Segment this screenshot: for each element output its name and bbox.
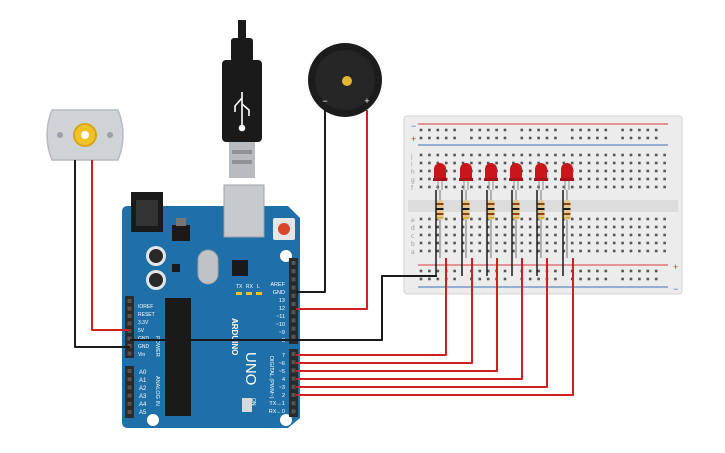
buzzer-plus-label: + bbox=[364, 96, 369, 106]
svg-text:AREF: AREF bbox=[270, 282, 285, 288]
wire-motor-5v bbox=[91, 172, 130, 331]
svg-text:A5: A5 bbox=[139, 410, 147, 416]
resistor-6[interactable] bbox=[562, 190, 571, 276]
led-2[interactable] bbox=[459, 163, 473, 190]
svg-text:4: 4 bbox=[282, 377, 285, 383]
model-label: UNO bbox=[242, 352, 259, 385]
resistor-array bbox=[435, 190, 571, 276]
svg-text:Vin: Vin bbox=[138, 352, 145, 358]
svg-text:c: c bbox=[411, 233, 414, 240]
wire-led-2 bbox=[296, 258, 473, 364]
svg-text:f: f bbox=[411, 185, 414, 192]
svg-text:b: b bbox=[411, 241, 415, 248]
led-array bbox=[433, 163, 574, 190]
wire-common-gnd bbox=[130, 275, 437, 341]
svg-text:~5: ~5 bbox=[279, 369, 285, 375]
rail-plus-label-top: + bbox=[411, 134, 416, 144]
rail-minus-label-bottom: − bbox=[673, 284, 678, 294]
resistor-2[interactable] bbox=[461, 190, 470, 276]
svg-text:12: 12 bbox=[279, 306, 285, 312]
svg-text:13: 13 bbox=[279, 298, 285, 304]
led-label-tx: TX bbox=[236, 284, 243, 290]
usb-icon bbox=[234, 92, 250, 132]
arduino-uno-board[interactable]: TX RX L ARDUINO UNO DIGITAL (PWM~) ON AR… bbox=[122, 184, 300, 428]
digital-header-bottom bbox=[289, 349, 298, 417]
svg-text:RESET: RESET bbox=[138, 312, 155, 318]
wire-led-4 bbox=[296, 258, 523, 380]
svg-text:i: i bbox=[411, 161, 413, 168]
svg-text:TX→1: TX→1 bbox=[269, 401, 285, 407]
breadboard-row-letters: j i h g f e d c b a bbox=[410, 153, 415, 256]
led-label-rx: RX bbox=[246, 284, 254, 290]
svg-text:g: g bbox=[411, 177, 415, 184]
svg-text:5V: 5V bbox=[138, 328, 145, 334]
led-1[interactable] bbox=[433, 163, 447, 190]
resistor-4[interactable] bbox=[511, 190, 520, 276]
svg-text:ANALOG IN: ANALOG IN bbox=[154, 376, 160, 406]
brand-label: ARDUINO bbox=[230, 318, 239, 355]
svg-text:7: 7 bbox=[282, 353, 285, 359]
svg-text:j: j bbox=[410, 153, 413, 160]
digital-header-top bbox=[289, 258, 298, 344]
svg-text:GND: GND bbox=[273, 290, 285, 296]
svg-text:POWER: POWER bbox=[154, 336, 160, 357]
on-label: ON bbox=[250, 398, 256, 406]
svg-text:h: h bbox=[411, 169, 415, 176]
svg-text:a: a bbox=[411, 249, 415, 256]
svg-text:~11: ~11 bbox=[276, 314, 285, 320]
header-pins bbox=[127, 261, 296, 414]
svg-text:IOREF: IOREF bbox=[138, 304, 153, 310]
led-4[interactable] bbox=[509, 163, 523, 190]
led-5[interactable] bbox=[534, 163, 548, 190]
svg-text:~6: ~6 bbox=[279, 361, 285, 367]
svg-text:A0: A0 bbox=[139, 370, 147, 376]
svg-text:A3: A3 bbox=[139, 394, 147, 400]
resistor-1[interactable] bbox=[435, 190, 444, 276]
wires bbox=[74, 110, 574, 396]
led-label-l: L bbox=[257, 284, 260, 290]
svg-text:2: 2 bbox=[282, 393, 285, 399]
svg-text:GND: GND bbox=[138, 344, 150, 350]
wire-buzzer-signal bbox=[296, 110, 368, 310]
resistor-3[interactable] bbox=[486, 190, 495, 276]
svg-text:RX←0: RX←0 bbox=[269, 409, 285, 415]
resistor-5[interactable] bbox=[536, 190, 545, 276]
digital-pin-labels: AREF GND 13 12 ~11 ~10 ~9 8 7 ~6 ~5 4 ~3… bbox=[269, 282, 286, 415]
rail-plus-label-bottom: + bbox=[673, 262, 678, 272]
power-header bbox=[125, 296, 134, 358]
analog-pin-labels: A0 A1 A2 A3 A4 A5 ANALOG IN bbox=[139, 370, 160, 416]
svg-text:~9: ~9 bbox=[279, 330, 285, 336]
wire-motor-gnd bbox=[74, 172, 130, 348]
wire-led-1 bbox=[296, 258, 447, 356]
svg-text:~10: ~10 bbox=[276, 322, 285, 328]
svg-text:A4: A4 bbox=[139, 402, 147, 408]
dc-motor[interactable] bbox=[46, 109, 124, 172]
wire-led-6 bbox=[296, 258, 574, 396]
buzzer-minus-label: − bbox=[322, 96, 327, 106]
svg-text:A2: A2 bbox=[139, 386, 147, 392]
reset-button[interactable] bbox=[278, 223, 290, 235]
wire-led-5 bbox=[296, 258, 548, 388]
svg-text:d: d bbox=[411, 225, 415, 232]
svg-text:e: e bbox=[411, 217, 415, 224]
rail-minus-label-top: − bbox=[411, 121, 416, 131]
led-3[interactable] bbox=[484, 163, 498, 190]
analog-header bbox=[125, 366, 134, 418]
wire-led-3 bbox=[296, 258, 498, 372]
usb-cable bbox=[222, 20, 262, 178]
led-6[interactable] bbox=[560, 163, 574, 190]
svg-text:~3: ~3 bbox=[279, 385, 285, 391]
svg-text:3.3V: 3.3V bbox=[138, 320, 149, 326]
wire-buzzer-gnd bbox=[296, 110, 326, 293]
piezo-buzzer[interactable]: − + bbox=[308, 43, 382, 117]
svg-text:A1: A1 bbox=[139, 378, 147, 384]
digital-label: DIGITAL (PWM~) bbox=[268, 356, 274, 399]
